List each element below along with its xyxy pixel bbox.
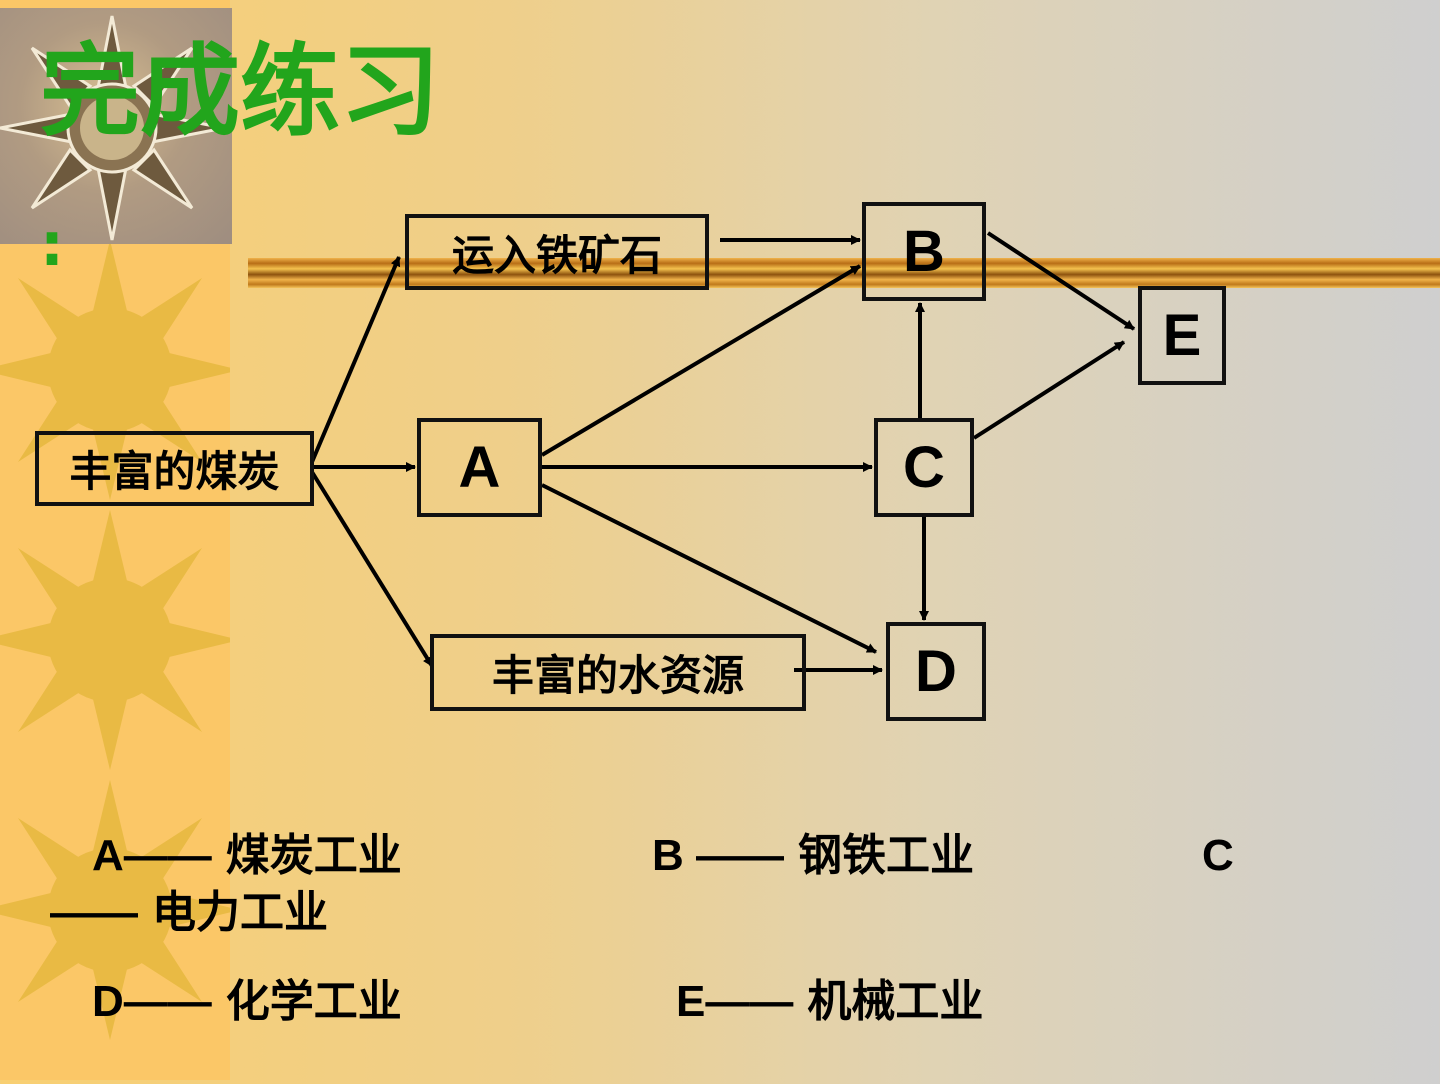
legend-item-c-key: C: [1202, 834, 1234, 878]
legend-c-value: 电力工业: [152, 887, 328, 938]
legend-item-a: A—— 煤炭工业: [92, 834, 402, 878]
sun-ornament-image: [0, 8, 232, 244]
node-d: D: [886, 622, 986, 721]
node-c: C: [874, 418, 974, 517]
arrow-b-to-e: [986, 231, 1136, 331]
legend-e-key: E——: [676, 977, 794, 1026]
sun-pattern-icon: [0, 240, 240, 1040]
arrow-c-to-e: [972, 340, 1126, 440]
legend-d-key: D——: [92, 977, 212, 1026]
arrow-a-to-b: [540, 264, 862, 457]
node-abundant-water: 丰富的水资源: [430, 634, 806, 711]
legend-item-b: B —— 钢铁工业: [652, 834, 974, 878]
node-imported-iron-ore: 运入铁矿石: [405, 214, 709, 290]
legend-item-d: D—— 化学工业: [92, 980, 402, 1024]
arrow-coal-to-ore: [310, 256, 401, 463]
node-abundant-coal: 丰富的煤炭: [35, 431, 314, 506]
node-a: A: [417, 418, 542, 517]
node-b: B: [862, 202, 986, 301]
legend-a-key: A——: [92, 831, 212, 880]
legend-a-value: 煤炭工业: [225, 830, 402, 881]
legend-item-c: —— 电力工业: [50, 891, 328, 935]
legend-b-value: 钢铁工业: [798, 830, 974, 881]
decorative-stripe: [248, 258, 1440, 288]
legend-c-dash: ——: [50, 888, 138, 937]
legend-d-value: 化学工业: [225, 976, 402, 1027]
arrow-coal-to-water: [310, 470, 434, 668]
legend-c-key: C: [1202, 831, 1234, 880]
slide-title: 完成练习: [40, 33, 440, 150]
legend-e-value: 机械工业: [807, 976, 984, 1027]
legend-item-e: E—— 机械工业: [676, 980, 983, 1024]
node-e: E: [1138, 286, 1226, 385]
title-colon: :: [40, 210, 64, 280]
legend-b-key: B ——: [652, 831, 784, 880]
metal-sun-icon: [0, 15, 225, 241]
arrow-a-to-d: [541, 483, 877, 654]
